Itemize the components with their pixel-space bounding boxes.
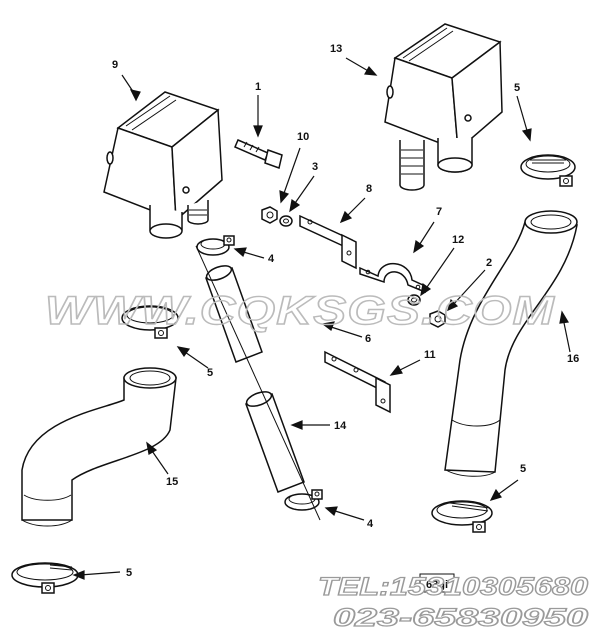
nut (261, 206, 278, 224)
bracket-lower (324, 350, 391, 414)
hose-clamp-left-upper (121, 305, 179, 339)
callout-8: 8 (366, 183, 372, 195)
hose-clamp-upper-right (520, 154, 576, 187)
contact-tel: TEL:15310305680 (318, 573, 588, 601)
callout-3: 3 (312, 161, 318, 173)
washer-small (407, 294, 421, 306)
hose-clamp-lower-right (431, 500, 493, 533)
tube-upper (205, 265, 263, 363)
reference-stamp-text: 63gi (426, 579, 448, 591)
callout-4-lower: 4 (367, 518, 374, 530)
bracket-upper (299, 214, 357, 270)
contact-phone: 023-65830950 (333, 604, 588, 632)
elbow-hose-left (21, 367, 177, 527)
tube-lower (245, 391, 305, 493)
callout-15: 15 (166, 476, 178, 488)
leader-arrows (72, 57, 571, 580)
callout-7: 7 (436, 206, 442, 218)
air-cleaner-housing-left (103, 91, 223, 239)
watermark-text: WWW.CQKSGS.COM (45, 289, 556, 333)
nut-small (429, 310, 446, 328)
assembly-axis-line (195, 245, 321, 521)
pipe-clamp-bracket (359, 262, 426, 294)
washer (279, 215, 293, 227)
bolt (234, 139, 283, 169)
hose-clamp-lower (284, 489, 323, 511)
callout-9: 9 (112, 59, 118, 71)
callout-16: 16 (567, 353, 579, 365)
hose-clamp-upper (196, 235, 235, 256)
callout-1: 1 (255, 81, 261, 93)
reference-stamp: 63gi (419, 573, 455, 593)
callout-5-top: 5 (514, 82, 520, 94)
callout-14: 14 (334, 420, 347, 432)
callout-4-upper: 4 (268, 253, 275, 265)
callout-6: 6 (365, 333, 371, 345)
callout-10: 10 (297, 131, 309, 143)
elbow-hose-right (444, 210, 578, 477)
callout-5-right-lower: 5 (520, 463, 526, 475)
hose-clamp-left-lower (11, 562, 79, 594)
callout-2: 2 (486, 257, 492, 269)
air-cleaner-housing-right (384, 23, 503, 191)
callout-labels: 9 1 10 3 8 13 5 7 12 2 4 6 5 11 16 14 15… (112, 43, 579, 579)
callout-13: 13 (330, 43, 342, 55)
callout-5-left-upper: 5 (207, 367, 213, 379)
callout-11: 11 (424, 349, 436, 361)
callout-12: 12 (452, 234, 464, 246)
callout-5-left-lower: 5 (126, 567, 132, 579)
